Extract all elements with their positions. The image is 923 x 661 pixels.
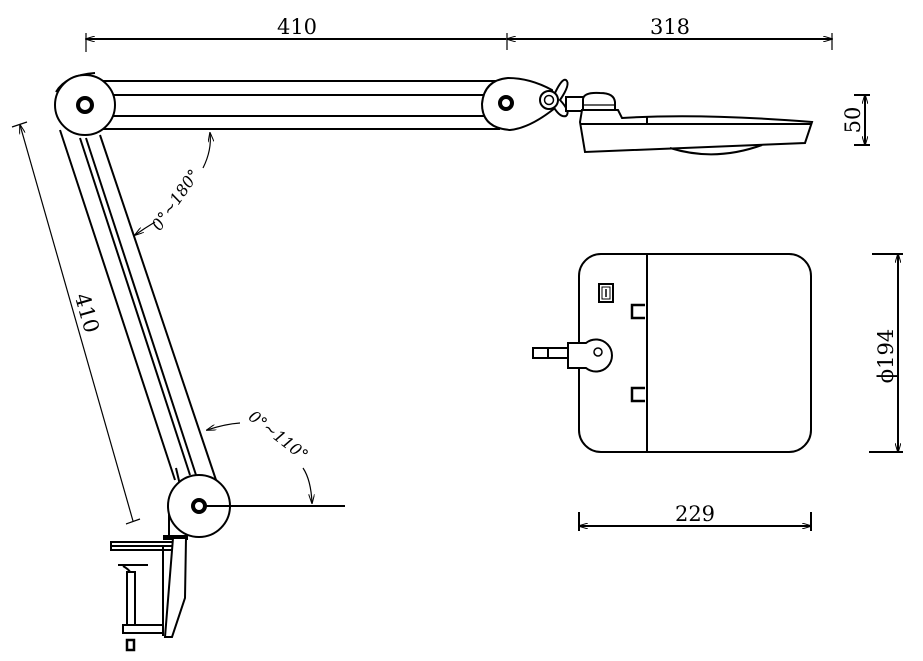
head-joint	[480, 76, 585, 132]
dimension-upper-arm: 410	[86, 15, 506, 52]
dimension-lens-diameter: ϕ194	[869, 253, 903, 453]
dimension-label-lower-arm: 410	[70, 290, 104, 335]
lower-arm	[59, 129, 217, 486]
lamp-head-side-view	[578, 91, 814, 156]
pivot-screw-icon	[498, 95, 514, 111]
base-joint	[167, 474, 345, 538]
power-switch-icon	[598, 283, 614, 303]
dimension-lower-arm: 410	[11, 121, 141, 525]
elbow-joint	[54, 72, 116, 136]
pivot-screw-icon	[76, 96, 94, 114]
dimension-head-width: 229	[578, 502, 812, 531]
dimension-label-lens-diameter: ϕ194	[874, 329, 898, 383]
dimension-label-head-length: 318	[650, 15, 690, 39]
angle-elbow: 0°~180°	[135, 133, 210, 235]
angle-label-elbow: 0°~180°	[148, 166, 204, 234]
dimension-label-head-width: 229	[675, 502, 715, 526]
hinge-clip-upper	[630, 303, 645, 320]
table-clamp	[110, 535, 188, 652]
hinge-clip-lower	[630, 386, 645, 403]
lens-profile	[669, 144, 763, 156]
arm-mount-knob	[532, 338, 613, 373]
dimension-label-head-height: 50	[841, 107, 865, 134]
dimension-head-height: 50	[841, 94, 870, 146]
upper-arm	[100, 80, 510, 130]
dimension-label-upper-arm: 410	[277, 15, 317, 39]
angle-label-base: 0°~110°	[245, 407, 312, 465]
lamp-head-top-view	[532, 253, 812, 453]
dimension-head-length: 318	[507, 15, 832, 50]
wing-nut-icon	[551, 78, 569, 118]
